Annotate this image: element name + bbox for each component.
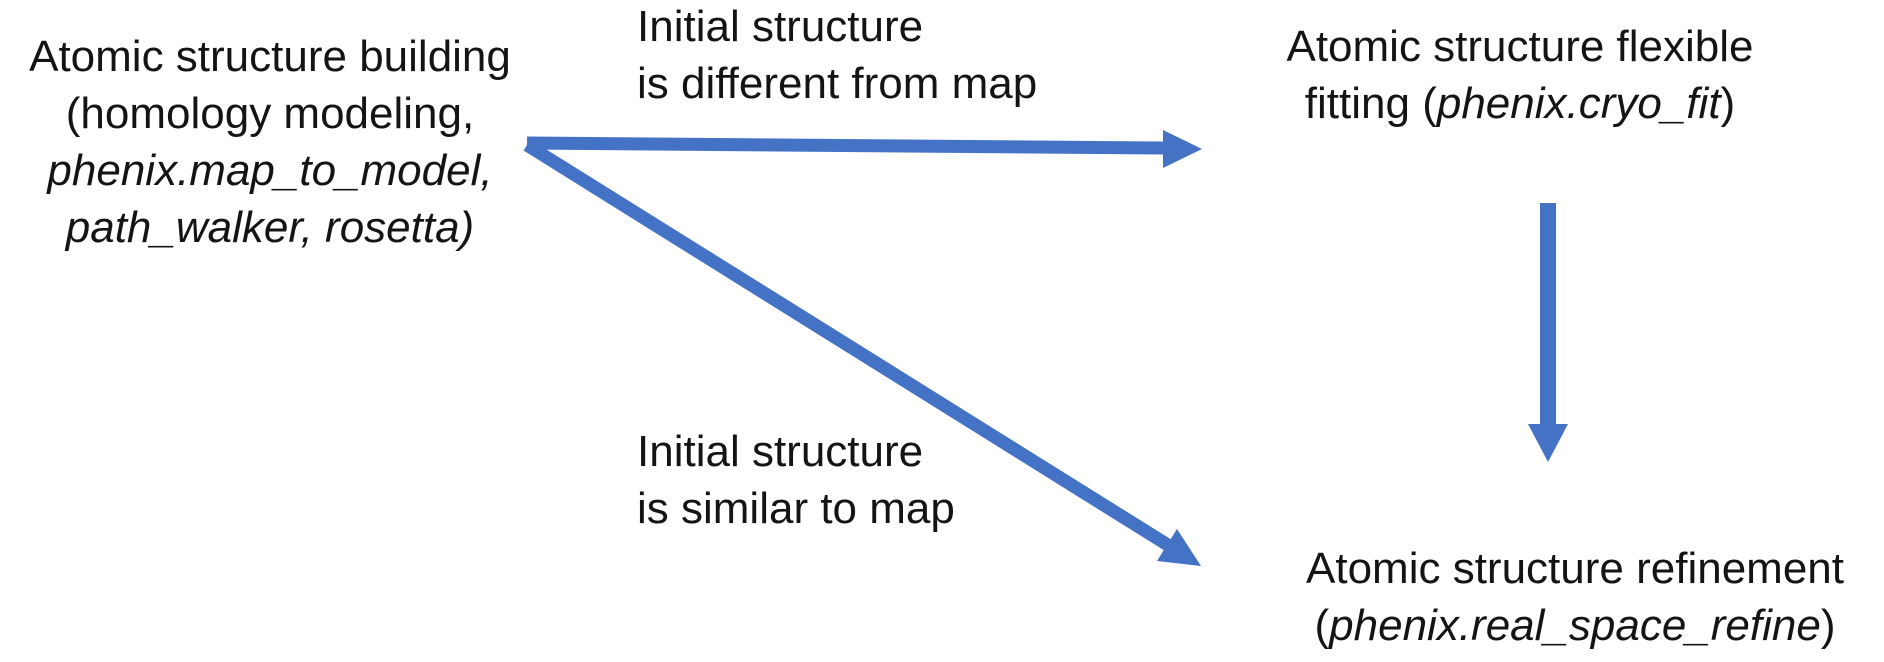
node-flexible-fitting-line2: fitting (phenix.cryo_fit) <box>1230 75 1810 132</box>
node-structure-refinement-line1: Atomic structure refinement <box>1306 544 1844 593</box>
node-structure-building-line1: Atomic structure building <box>29 32 511 81</box>
arrow-building-to-refinement <box>523 139 1201 566</box>
edge-label-different-from-map: Initial structure is different from map <box>637 0 1037 112</box>
node-flexible-fitting: Atomic structure flexible fitting (pheni… <box>1230 18 1810 132</box>
arrow-building-to-refinement-shaft <box>523 139 1175 553</box>
arrow-building-to-refinement-head <box>1157 529 1201 566</box>
arrow-building-to-fitting <box>526 130 1202 168</box>
node-structure-building-line4: path_walker, rosetta) <box>65 203 475 252</box>
edge-label-similar-line2: is similar to map <box>637 484 955 533</box>
edge-label-different-line1: Initial structure <box>637 2 924 51</box>
arrow-fitting-to-refinement <box>1528 203 1568 462</box>
arrow-fitting-to-refinement-head <box>1528 424 1568 462</box>
node-structure-refinement-line2: (phenix.real_space_refine) <box>1266 597 1884 654</box>
node-flexible-fitting-line2-prefix: fitting ( <box>1304 79 1437 128</box>
arrow-building-to-fitting-shaft <box>526 136 1166 155</box>
node-flexible-fitting-line1: Atomic structure flexible <box>1286 22 1754 71</box>
edge-label-similar-to-map: Initial structure is similar to map <box>637 423 955 537</box>
node-structure-building-line3: phenix.map_to_model, <box>47 146 493 195</box>
node-flexible-fitting-line2-suffix: ) <box>1720 79 1736 128</box>
node-structure-refinement-line2-prefix: ( <box>1314 601 1330 650</box>
arrow-building-to-fitting-head <box>1163 130 1202 168</box>
node-structure-refinement-tool: phenix.real_space_refine <box>1329 601 1821 650</box>
node-structure-refinement-line2-suffix: ) <box>1820 601 1836 650</box>
node-structure-building-line2: (homology modeling, <box>65 89 475 138</box>
node-structure-refinement: Atomic structure refinement (phenix.real… <box>1266 540 1884 654</box>
node-flexible-fitting-tool: phenix.cryo_fit <box>1436 79 1721 128</box>
edge-label-similar-line1: Initial structure <box>637 427 924 476</box>
edge-label-different-line2: is different from map <box>637 59 1038 108</box>
node-structure-building: Atomic structure building (homology mode… <box>0 28 540 256</box>
